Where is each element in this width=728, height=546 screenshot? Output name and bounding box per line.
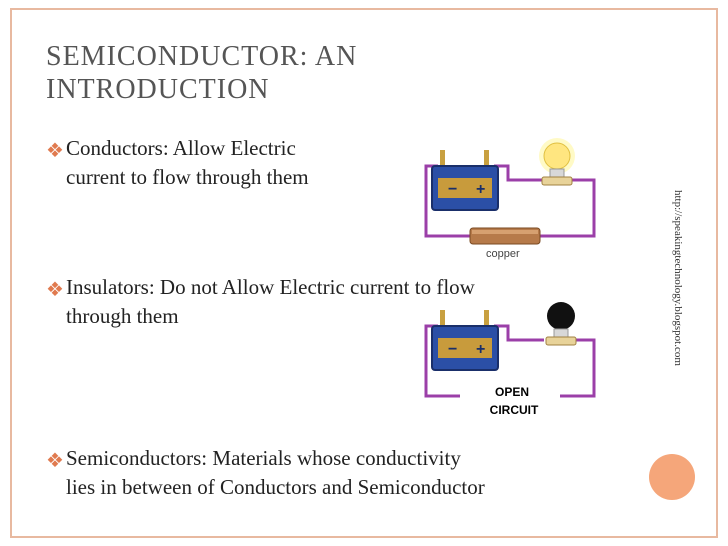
copper-label: copper [486,248,520,260]
circuit-wire [494,324,544,342]
battery-icon: − + [431,150,499,211]
conductor-circuit-diagram: − + copper [424,138,596,260]
bullet-line: current to flow through them [66,165,309,189]
copper-rod-icon [469,227,541,245]
source-url: http://speakingtechnology.blogspot.com [672,190,684,366]
open-circuit-label: OPEN [495,385,529,399]
svg-text:−: − [448,341,457,358]
battery-icon: − + [431,310,499,371]
bullet-insulators: ❖ Insulators: Do not Allow Electric curr… [46,273,626,331]
unlit-bulb-icon [545,302,577,346]
title-line-2: INTRODUCTION [46,74,270,105]
circuit-wire [540,178,596,238]
circuit-wire [560,338,596,398]
title-line-1: SEMICONDUCTOR: AN [46,41,358,72]
bullet-line: Conductors: Allow Electric [66,136,296,160]
circuit-wire [494,164,544,182]
lit-bulb-icon [539,138,575,186]
open-circuit-label: CIRCUIT [490,403,539,417]
bullet-marker-icon: ❖ [46,140,64,162]
bullet-conductors: ❖ Conductors: Allow Electric current to … [46,134,406,192]
bullet-marker-icon: ❖ [46,279,64,301]
decorative-circle [649,454,695,500]
bullet-line: Semiconductors: Materials whose conducti… [66,446,461,470]
bullet-line: Insulators: Do not Allow Electric curren… [66,275,475,299]
bullet-marker-icon: ❖ [46,450,64,472]
slide-frame [10,8,718,538]
svg-text:+: + [476,181,485,198]
open-circuit-diagram: − + OPEN CIRCUIT [424,302,596,417]
bullet-semiconductors: ❖ Semiconductors: Materials whose conduc… [46,444,636,502]
bullet-line: lies in between of Conductors and Semico… [66,475,485,499]
slide-title: SEMICONDUCTOR: AN INTRODUCTION [46,40,446,106]
bullet-line: through them [66,304,179,328]
svg-text:+: + [476,341,485,358]
svg-text:−: − [448,181,457,198]
